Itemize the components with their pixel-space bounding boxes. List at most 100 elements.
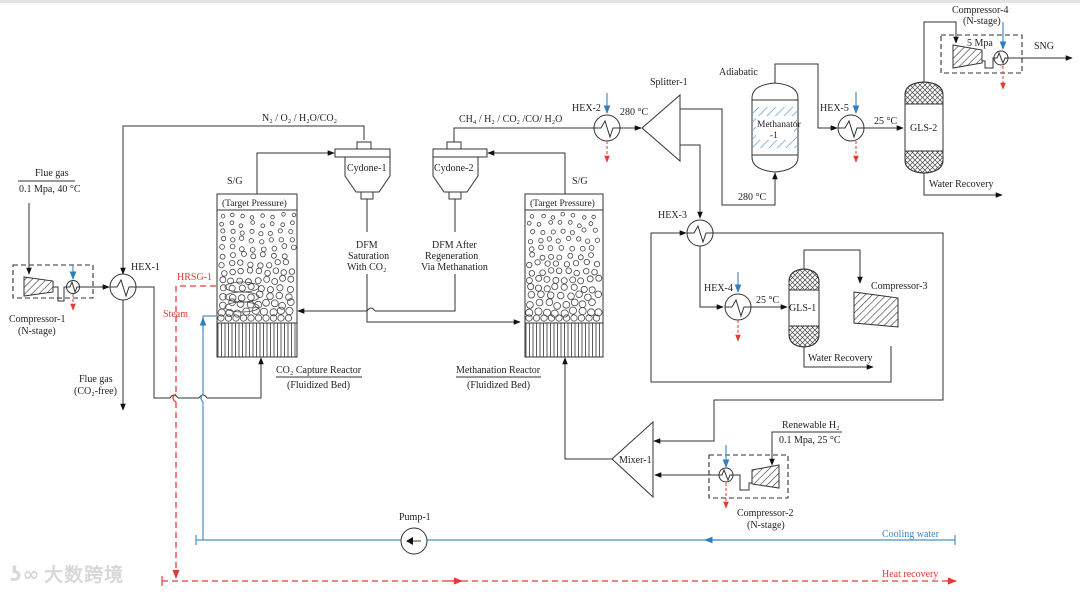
pump-1[interactable]: Pump-1: [399, 512, 431, 555]
cooling-water-label: Cooling water: [882, 529, 940, 540]
bubble: [557, 291, 565, 300]
heat-recovery-line: Heat recovery: [161, 569, 957, 586]
bubble: [535, 298, 544, 307]
bubble: [276, 284, 284, 292]
hex-3-label: HEX-3: [658, 210, 687, 221]
bubble: [547, 291, 555, 299]
bubble: [548, 253, 554, 260]
bubble: [576, 236, 582, 242]
bubble: [534, 259, 541, 266]
compressor-1-sub: (N-stage): [18, 326, 56, 337]
gls-2[interactable]: GLS-2: [904, 81, 944, 174]
bubble: [526, 261, 533, 269]
bubble: [221, 270, 228, 277]
methanator-1[interactable]: Methanator -1 Adiabatic: [719, 67, 802, 173]
bubble: [250, 253, 257, 260]
cyclone-2[interactable]: Cydone-2: [432, 141, 488, 200]
compressor-3[interactable]: Compressor-3: [853, 281, 927, 328]
compressor-2-sub: (N-stage): [747, 520, 785, 531]
hex-4-temp: 25 °C: [756, 295, 779, 306]
water-recovery-2: Water Recovery: [929, 179, 993, 190]
compressor-4[interactable]: 5 Mpa Compressor-4 (N-stage): [940, 5, 1023, 90]
bubble: [584, 238, 591, 244]
bubble: [224, 314, 233, 322]
compressor-icon: [23, 276, 54, 297]
pump-icon: [406, 537, 413, 545]
hex-2[interactable]: HEX-2 280 °C: [572, 93, 648, 163]
bubble: [532, 314, 541, 322]
bubble: [527, 291, 536, 299]
sng-label: SNG: [1034, 41, 1054, 52]
compressor-2[interactable]: Compressor-2 (N-stage): [708, 445, 793, 531]
bubble: [582, 215, 587, 220]
bubble: [271, 245, 278, 252]
bubble: [285, 293, 293, 301]
compressor-1[interactable]: Compressor-1 (N-stage): [9, 264, 94, 337]
methanator-label-l2: -1: [770, 131, 778, 141]
compressor-3-label: Compressor-3: [871, 281, 927, 292]
bubble: [588, 286, 596, 294]
bubble: [555, 267, 563, 274]
bubble: [291, 212, 297, 218]
bubble: [594, 308, 603, 317]
hex-1[interactable]: HEX-1: [109, 262, 160, 301]
dfm-saturated-l2: Saturation: [348, 251, 389, 262]
bubble: [277, 228, 283, 234]
bubble: [219, 284, 227, 292]
dfm-regen-l1: DFM After: [432, 240, 477, 251]
bubble: [594, 237, 601, 243]
bubble: [548, 267, 555, 274]
bubble: [527, 283, 535, 291]
dfm-saturated-l3: With CO₂: [347, 262, 386, 273]
flue-gas-clean-sub: (CO₂-free): [74, 386, 117, 397]
bubble: [281, 243, 288, 249]
bubble: [528, 246, 535, 253]
hex-2-temp: 280 °C: [620, 107, 648, 118]
bubble: [258, 231, 264, 237]
methanation-target-pressure: (Target Pressure): [530, 198, 595, 209]
gls-2-label: GLS-2: [910, 123, 937, 134]
bubble: [259, 239, 265, 245]
bubble: [230, 212, 235, 218]
bubble: [290, 244, 297, 251]
methanator-feed-temp: 280 °C: [738, 192, 766, 203]
splitter-1[interactable]: Splitter-1: [641, 77, 688, 163]
bubble: [267, 230, 273, 236]
methanation-sg-label: S/G: [572, 176, 588, 187]
compressor-1-label: Compressor-1: [9, 314, 65, 325]
bubble: [274, 258, 281, 266]
mixer-1[interactable]: Mixer-1: [611, 420, 654, 499]
gls-1[interactable]: GLS-1: [788, 268, 820, 348]
bubble: [577, 314, 586, 322]
methanation-reactor[interactable]: (Target Pressure) S/G Methanation Reacto…: [456, 176, 604, 391]
bubble: [229, 243, 236, 250]
hex-5-label: HEX-5: [820, 103, 849, 114]
bubble: [579, 245, 586, 252]
pump-1-label: Pump-1: [399, 512, 431, 523]
bubble: [526, 301, 534, 309]
bubble: [588, 221, 594, 226]
bubble: [241, 251, 247, 257]
hex-5[interactable]: HEX-5 25 °C: [820, 92, 897, 163]
methanator-mode: Adiabatic: [719, 67, 758, 78]
flue-gas-clean-label: Flue gas: [79, 374, 113, 385]
bubble: [543, 275, 551, 283]
bubble: [229, 220, 235, 226]
bubble: [269, 221, 275, 227]
bubble: [237, 259, 244, 266]
dfm-saturated-l1: DFM: [356, 240, 378, 251]
bubble: [588, 252, 594, 259]
bubble: [288, 268, 296, 275]
cyclone-1[interactable]: Cydone-1: [334, 141, 391, 200]
bubble: [560, 228, 566, 234]
bubble: [237, 294, 246, 302]
methanation-reactor-label: Methanation Reactor: [456, 365, 541, 376]
hex-3[interactable]: HEX-3: [658, 210, 714, 247]
co2-capture-reactor[interactable]: (Target Pressure) S/G CO₂ Capture Reacto…: [216, 176, 362, 391]
methanator-label-l1: Methanator: [757, 120, 802, 130]
bubble: [540, 229, 546, 235]
bubble: [218, 262, 225, 269]
bubble: [217, 314, 225, 322]
watermark-text: 大数跨境: [44, 564, 125, 586]
